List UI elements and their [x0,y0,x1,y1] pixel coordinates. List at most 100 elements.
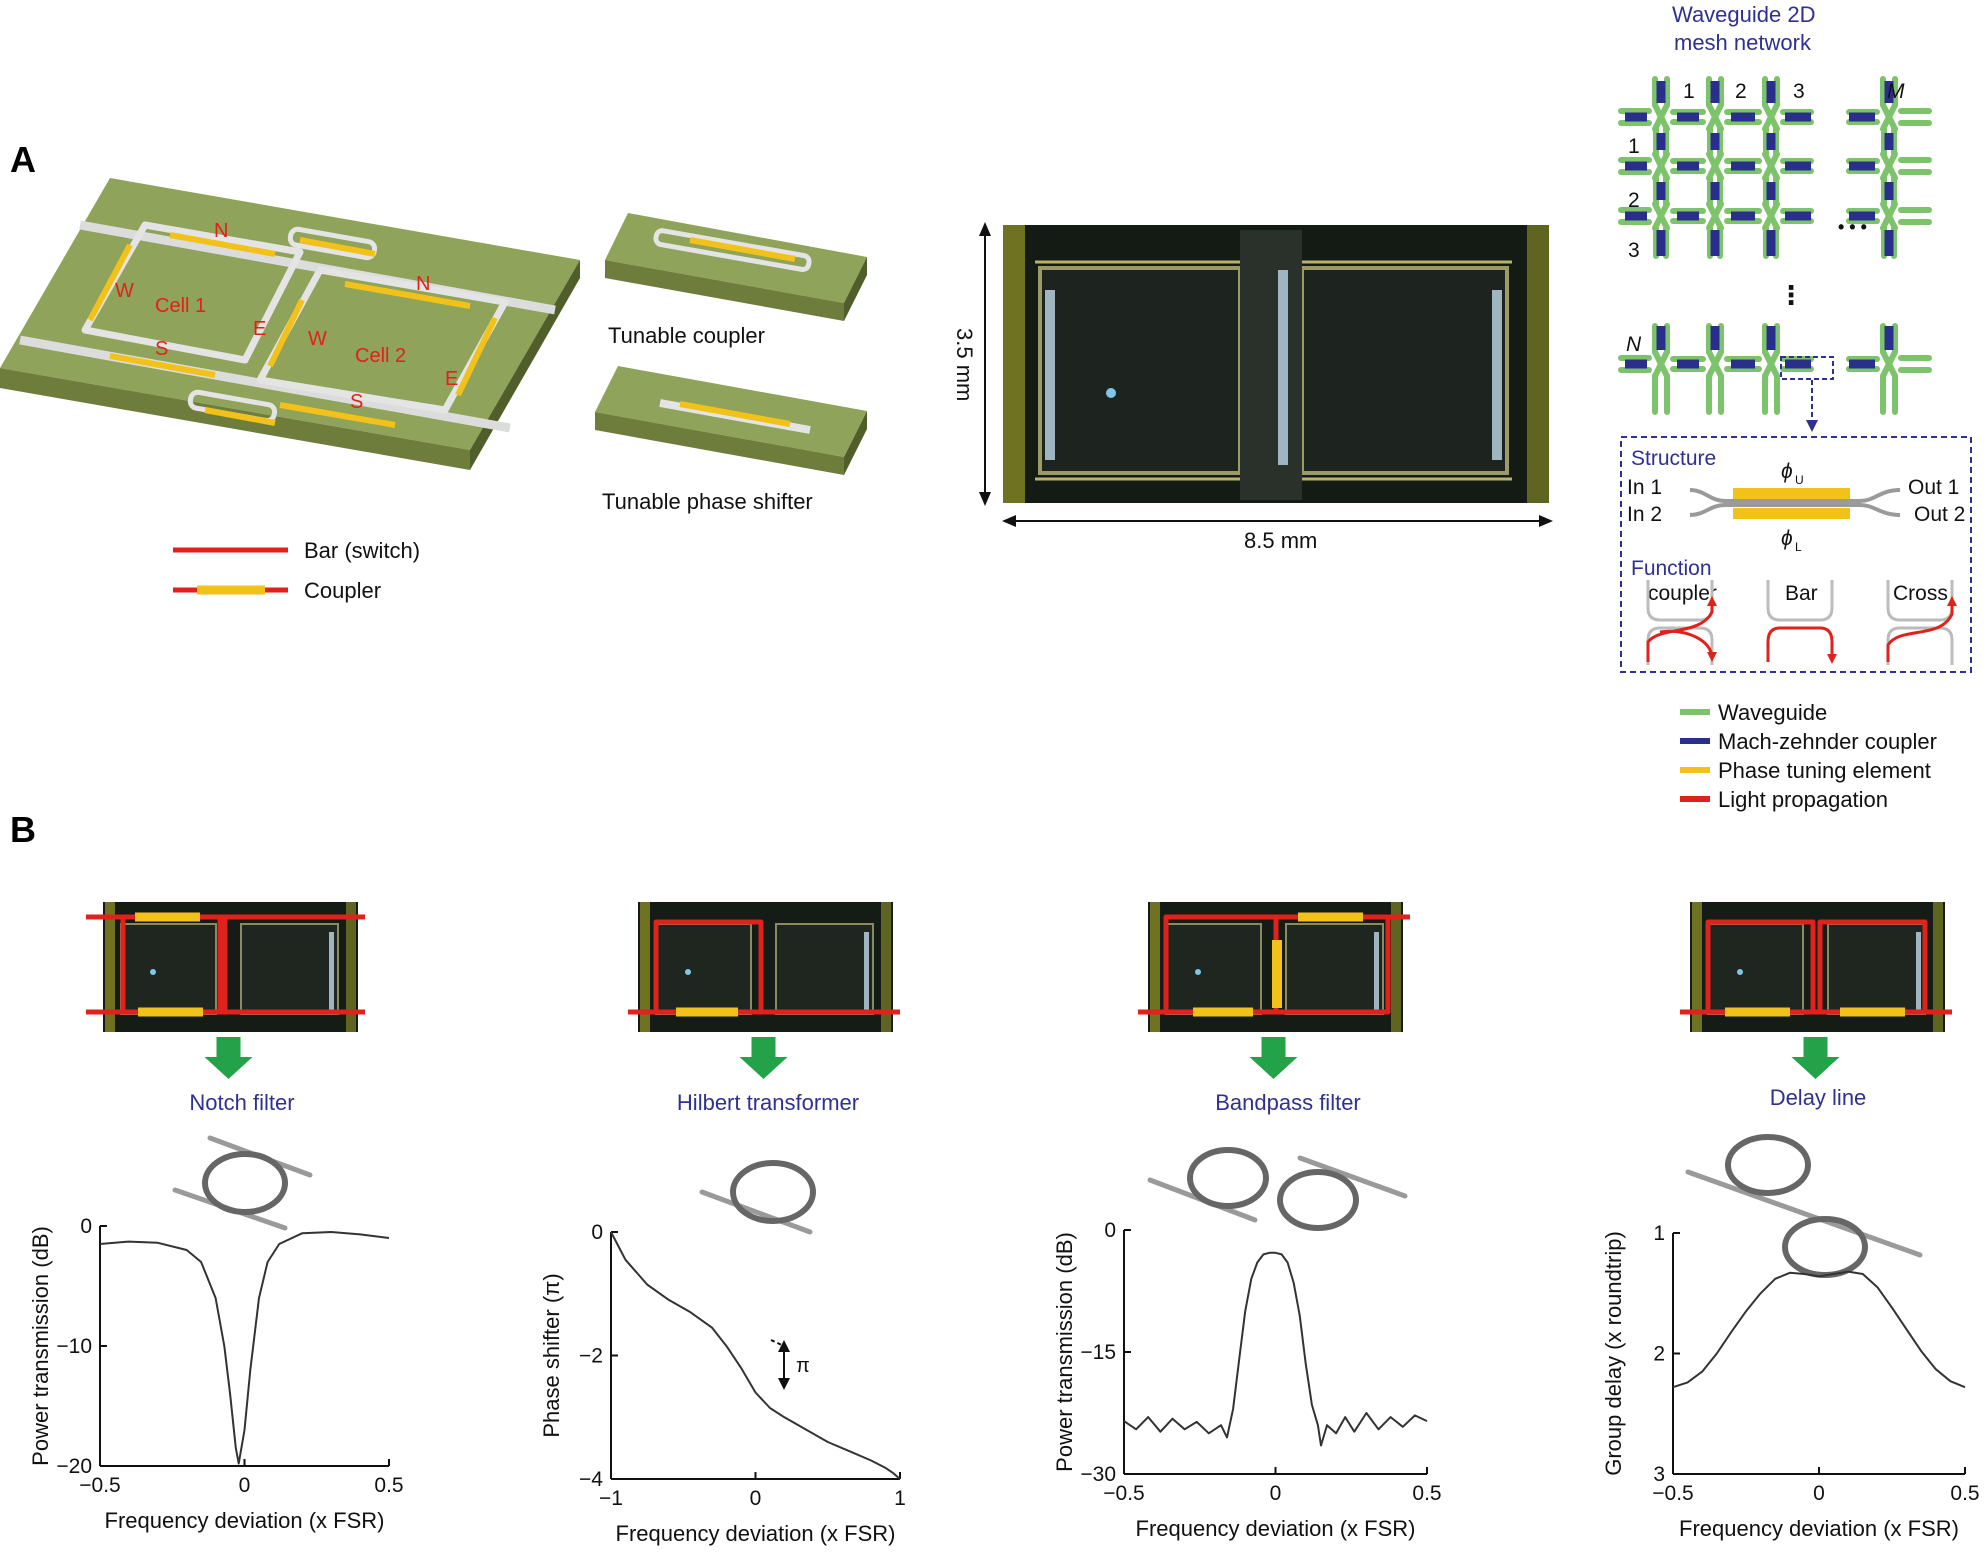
x-tick-label: −1 [599,1487,623,1510]
thumb-light-path [1817,919,1928,1012]
thumb-dot [150,969,156,975]
y-tick-label: −4 [579,1468,603,1491]
x-tick-label: −0.5 [79,1474,120,1497]
mesh-node-waveguide [1652,102,1670,132]
thumb-edge [640,902,650,1032]
thumb-cell [1827,923,1926,1015]
mesh-node-waveguide [1880,151,1898,181]
function-mode-coupler: coupler [1648,582,1717,605]
thumb-arrow-head [204,1057,253,1079]
mesh-node-waveguide [1762,102,1780,132]
chip-schematic: N W Cell 1 S E W Cell 2 N E S [0,178,580,470]
thumb-arrow-head [1791,1057,1840,1079]
mesh-zoom-box [1780,356,1834,380]
thumb-arrow-body [1261,1037,1286,1059]
thumb-cell [1165,923,1262,1015]
mesh-node-waveguide [1762,201,1780,231]
mesh-col-label-1: 1 [1683,80,1695,103]
mesh-node-waveguide [1706,151,1724,181]
tunable-phase-shifter-slab [595,366,867,475]
thumb-edge [1150,902,1160,1032]
ring-icon-bandpass [1147,1147,1408,1231]
thumb-dot [1737,969,1743,975]
mesh-row-label-1: 1 [1628,135,1640,158]
mesh-node-waveguide [1880,349,1898,379]
thumb-heater [1916,932,1921,1010]
mesh-node-waveguide [1762,349,1780,379]
y-tick-label: −2 [579,1345,603,1368]
bar-legend-label: Bar (switch) [304,538,420,563]
x-tick-label: 0 [239,1474,251,1497]
series-line [1672,1270,1966,1389]
function-diagrams [1646,580,1957,665]
mesh-title-line1: Waveguide 2D [1672,2,1815,27]
thumb-edge [1933,902,1943,1032]
structure-out2: Out 2 [1914,503,1965,526]
thumb-arrow-head [1249,1057,1298,1079]
phi-u-symbol: ϕ [1781,460,1793,483]
panel-a-label: A [10,139,36,180]
ring-icon-hilbert [699,1160,816,1235]
x-tick-label: 0.5 [374,1474,403,1497]
x-tick-label: −0.5 [1103,1482,1144,1505]
heater-s2 [279,402,396,428]
heater-n2 [344,281,471,309]
mesh-col-label-2: 2 [1735,80,1747,103]
tunable-coupler-slab [605,213,867,321]
thumb-edge [1391,902,1401,1032]
chip-top-face [0,178,580,450]
thumb-heater [864,932,869,1010]
thumb-arrow-head [739,1057,788,1079]
mesh-node-waveguide [1762,151,1780,181]
structure-function-box [1620,436,1972,673]
thumb-edge [105,902,115,1032]
mesh-row-label-n: N [1626,333,1642,356]
mzi-structure [1689,488,1901,519]
mesh-node-waveguide [1706,349,1724,379]
function-label-notch: Notch filter [189,1090,294,1115]
mesh-node-waveguide [1706,201,1724,231]
chip-front-face [0,368,470,470]
mesh-col-label-m: M [1887,80,1905,103]
height-label: 3.5 mm [952,328,977,401]
height-arrow-top [979,222,991,236]
mesh-legend-label: Phase tuning element [1718,758,1931,783]
structure-in1: In 1 [1627,476,1662,499]
thumb-edge [1692,902,1702,1032]
mesh-node-waveguide [1880,102,1898,132]
top-coupler [287,226,378,261]
mesh-legend-label: Waveguide [1718,700,1827,725]
y-tick-label: −30 [1080,1463,1116,1486]
function-label-delay: Delay line [1770,1085,1867,1110]
cell2-label: Cell 2 [355,345,406,367]
mesh-node-waveguide [1652,349,1670,379]
phi-u-subscript: U [1795,473,1804,487]
pi-annotation [770,1339,790,1390]
coupler-legend-label: Coupler [304,578,381,603]
heater-w2 [267,298,305,368]
y-tick-label: −15 [1080,1341,1116,1364]
thumb-arrow-body [1803,1037,1828,1059]
heater-coupler-bottom [204,407,276,426]
mesh-col-label-3: 3 [1793,80,1805,103]
x-tick-label: 0 [750,1487,762,1510]
thumb-edge [881,902,891,1032]
function-label-bandpass: Bandpass filter [1215,1090,1361,1115]
mesh-legend-label: Light propagation [1718,787,1888,812]
thumb-cell [240,923,339,1015]
thumb-phase-element [1272,940,1282,1008]
structure-title: Structure [1631,447,1716,470]
chip-label-e2: E [445,368,458,390]
heater-n1 [169,232,276,257]
mesh-row-label-3: 3 [1628,239,1640,262]
x-tick-label: 0.5 [1950,1482,1979,1505]
thumb-arrow-body [216,1037,241,1059]
y-axis-label: Group delay (x roundtrip) [1601,1231,1626,1476]
y-axis-label: Power transmission (dB) [1052,1232,1077,1472]
thumb-light-path [1705,919,1816,1012]
mesh-title-line2: mesh network [1674,30,1812,55]
